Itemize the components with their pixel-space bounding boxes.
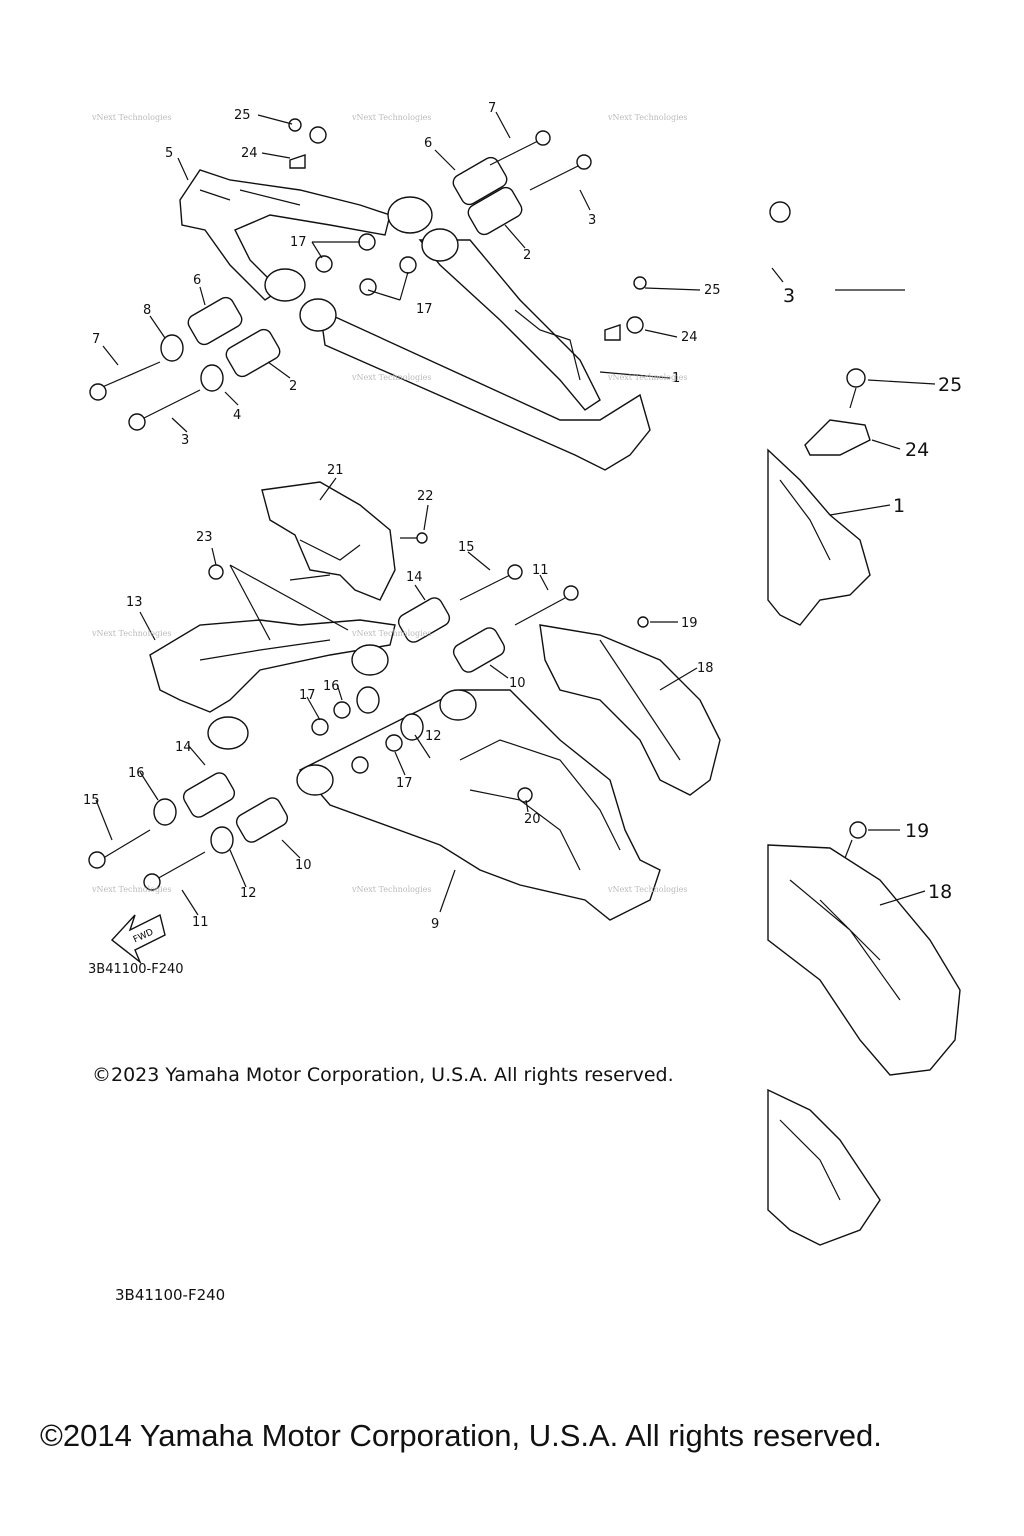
copyright-2023: ©2023 Yamaha Motor Corporation, U.S.A. A…	[92, 1064, 674, 1086]
callout-2: 2	[289, 379, 297, 394]
callout-24: 24	[905, 439, 929, 461]
copyright-2014: ©2014 Yamaha Motor Corporation, U.S.A. A…	[40, 1418, 882, 1453]
callout-10: 10	[509, 676, 526, 691]
callout-12: 12	[240, 886, 257, 901]
callout-16: 16	[323, 679, 340, 694]
callout-15: 15	[83, 793, 100, 808]
diagram-code-zoom: 3B41100-F240	[115, 1286, 226, 1304]
callout-10: 10	[295, 858, 312, 873]
zoomed-detail	[767, 201, 961, 1246]
callout-19: 19	[905, 820, 929, 842]
callout-24: 24	[241, 146, 258, 161]
svg-text:vNext Technologies: vNext Technologies	[91, 885, 171, 894]
watermarks: vNext Technologies vNext Technologies vN…	[91, 113, 687, 894]
callout-2: 2	[523, 248, 531, 263]
callouts-top: 25 24 5 7 6 3 2 17 17 25 24 1 6 8 7 2 4 …	[92, 101, 721, 448]
callout-4: 4	[233, 408, 241, 423]
callout-17: 17	[299, 688, 316, 703]
leader-lines-top	[102, 111, 701, 433]
diagram-code: 3B41100-F240	[88, 962, 184, 977]
callout-12: 12	[425, 729, 442, 744]
callout-15: 15	[458, 540, 475, 555]
callout-18: 18	[928, 881, 952, 903]
callout-14: 14	[406, 570, 423, 585]
callout-9: 9	[431, 917, 439, 932]
callout-25: 25	[234, 108, 251, 123]
callout-22: 22	[417, 489, 434, 504]
callout-6: 6	[193, 273, 201, 288]
callout-17: 17	[396, 776, 413, 791]
callout-7: 7	[488, 101, 496, 116]
fwd-arrow: FWD	[110, 913, 166, 965]
callouts-zoom: 3 25 24 1 19 18	[783, 285, 962, 903]
callout-8: 8	[143, 303, 151, 318]
upper-arm-assembly	[89, 118, 651, 471]
callout-6: 6	[424, 136, 432, 151]
svg-text:vNext Technologies: vNext Technologies	[351, 113, 431, 122]
callout-17: 17	[290, 235, 307, 250]
svg-text:vNext Technologies: vNext Technologies	[607, 885, 687, 894]
callout-1: 1	[672, 371, 680, 386]
callout-17: 17	[416, 302, 433, 317]
callout-20: 20	[524, 812, 541, 827]
lower-arm-assembly	[88, 481, 721, 921]
callout-1: 1	[893, 495, 905, 517]
callout-14: 14	[175, 740, 192, 755]
callout-25: 25	[704, 283, 721, 298]
svg-text:vNext Technologies: vNext Technologies	[351, 885, 431, 894]
callout-11: 11	[192, 915, 209, 930]
callout-25: 25	[938, 374, 962, 396]
callout-23: 23	[196, 530, 213, 545]
svg-text:vNext Technologies: vNext Technologies	[91, 629, 171, 638]
svg-text:vNext Technologies: vNext Technologies	[351, 373, 431, 382]
callout-3: 3	[588, 213, 596, 228]
callout-13: 13	[126, 595, 143, 610]
callout-7: 7	[92, 332, 100, 347]
svg-text:vNext Technologies: vNext Technologies	[607, 113, 687, 122]
callout-24: 24	[681, 330, 698, 345]
callout-5: 5	[165, 146, 173, 161]
callout-19: 19	[681, 616, 698, 631]
leader-lines-bottom	[95, 477, 698, 916]
callout-11: 11	[532, 563, 549, 578]
svg-text:vNext Technologies: vNext Technologies	[91, 113, 171, 122]
callout-18: 18	[697, 661, 714, 676]
callout-16: 16	[128, 766, 145, 781]
callout-3: 3	[181, 433, 189, 448]
callouts-bottom: 21 22 23 15 14 11 13 19 18 10 17 16 14 1…	[83, 463, 714, 932]
svg-text:vNext Technologies: vNext Technologies	[351, 629, 431, 638]
svg-text:vNext Technologies: vNext Technologies	[607, 373, 687, 382]
callout-21: 21	[327, 463, 344, 478]
callout-3: 3	[783, 285, 795, 307]
